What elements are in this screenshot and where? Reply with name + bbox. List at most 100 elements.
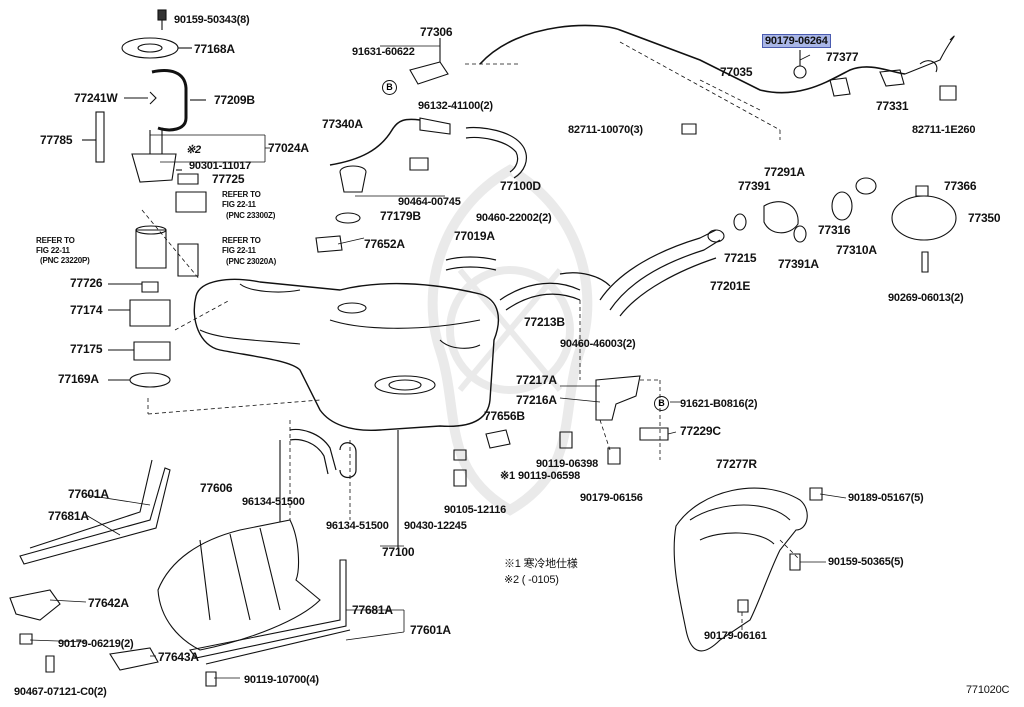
pressure-regulator	[175, 191, 207, 213]
label-refer2-c: (PNC 23220P)	[40, 256, 90, 265]
pipe-77209B	[151, 69, 188, 132]
label-77216A: 77216A	[516, 393, 557, 407]
label-77340A: 77340A	[322, 117, 363, 131]
label-77174: 77174	[70, 303, 103, 317]
ring-77316	[831, 191, 853, 221]
label-77100: 77100	[382, 545, 415, 559]
label-77209B: 77209B	[214, 93, 255, 107]
bracket-77642A	[9, 589, 61, 621]
label-77656B: 77656B	[484, 409, 525, 423]
label-refer1-b: FIG 22-11	[222, 200, 256, 209]
label-90119-10700: 90119-10700(4)	[244, 674, 319, 686]
cap-77291A	[763, 201, 799, 234]
label-77366: 77366	[944, 179, 977, 193]
label-77681A-top: 77681A	[48, 509, 89, 523]
label-refer3-b: FIG 22-11	[222, 246, 256, 255]
pump-bracket-77024A	[131, 153, 177, 183]
lever-77331	[879, 69, 905, 87]
figure-number: 771020C	[966, 684, 1010, 696]
label-96134-51500-a: 96134-51500	[242, 496, 305, 508]
label-77241W: 77241W	[74, 91, 118, 105]
label-90179-06156: 90179-06156	[580, 492, 643, 504]
label-90105-12116: 90105-12116	[444, 504, 507, 516]
ref-circle-b-top: B	[382, 80, 397, 95]
label-refer3-a: REFER TO	[222, 236, 261, 245]
label-note1-mark: ※1	[500, 470, 515, 482]
label-77215: 77215	[724, 251, 757, 265]
label-77168A: 77168A	[194, 42, 235, 56]
ref-circle-b-bracket: B	[654, 396, 669, 411]
label-77100D: 77100D	[500, 179, 541, 193]
label-77601A-bottom: 77601A	[410, 623, 451, 637]
label-77217A: 77217A	[516, 373, 557, 387]
note-date-range: ※2 ( -0105)	[504, 574, 559, 586]
label-90269-06013: 90269-06013(2)	[888, 292, 964, 304]
bracket-77217A	[595, 375, 641, 421]
label-77681A-bottom: 77681A	[352, 603, 393, 617]
label-77019A: 77019A	[454, 229, 495, 243]
label-96132-41100: 96132-41100(2)	[418, 100, 493, 112]
gasket-77391	[733, 213, 747, 231]
note-cold-spec: ※1 寒冷地仕様	[504, 558, 578, 570]
label-77606: 77606	[200, 481, 233, 495]
hose-77340A	[329, 118, 421, 166]
label-77316: 77316	[818, 223, 851, 237]
label-77310A: 77310A	[836, 243, 877, 257]
label-90179-06264-highlighted[interactable]: 90179-06264	[762, 34, 831, 48]
label-refer2-b: FIG 22-11	[36, 246, 70, 255]
label-77785: 77785	[40, 133, 73, 147]
cap-90464	[339, 165, 367, 193]
label-90119-06598: 90119-06598	[518, 470, 581, 482]
label-77169A: 77169A	[58, 372, 99, 386]
label-90460-46003: 90460-46003(2)	[560, 338, 636, 350]
label-77642A: 77642A	[88, 596, 129, 610]
label-77229C: 77229C	[680, 424, 721, 438]
gasket-77726	[141, 281, 159, 293]
label-refer3-c: (PNC 23020A)	[226, 257, 277, 266]
filter-77725	[177, 173, 199, 185]
label-77024A: 77024A	[268, 141, 309, 155]
label-note2-mark: ※2	[186, 144, 201, 156]
label-77643A: 77643A	[158, 650, 199, 664]
clamp-77175	[133, 341, 171, 361]
label-90119-06398: 90119-06398	[536, 458, 599, 470]
hose-77213B	[499, 282, 581, 301]
label-77175: 77175	[70, 342, 103, 356]
label-82711-1E260: 82711-1E260	[912, 124, 976, 136]
label-96134-51500-b: 96134-51500	[326, 520, 389, 532]
label-77291A: 77291A	[764, 165, 805, 179]
fuel-tank-77100	[193, 278, 500, 432]
clip-90179-06264	[793, 65, 807, 79]
label-77331: 77331	[876, 99, 909, 113]
label-77725: 77725	[212, 172, 245, 186]
gasket-77169A	[129, 372, 171, 388]
label-90189-05167: 90189-05167(5)	[848, 492, 924, 504]
label-77350: 77350	[968, 211, 1001, 225]
bracket-77643A	[109, 647, 159, 671]
hose-77100D	[465, 128, 526, 177]
hose-96134	[289, 428, 337, 471]
fuel-pump	[135, 229, 167, 269]
label-90430-12245: 90430-12245	[404, 520, 467, 532]
label-77201E: 77201E	[710, 279, 751, 293]
hose-77019A	[445, 256, 497, 261]
label-77179B: 77179B	[380, 209, 421, 223]
sender-77785	[95, 111, 105, 163]
label-82711-10070: 82711-10070(3)	[568, 124, 643, 136]
label-90179-06161: 90179-06161	[704, 630, 767, 642]
label-refer1-c: (PNC 23300Z)	[226, 211, 276, 220]
cup-77174	[129, 299, 171, 327]
label-77377: 77377	[826, 50, 859, 64]
cable-77035	[479, 24, 906, 94]
label-90159-50365: 90159-50365(5)	[828, 556, 904, 568]
filler-pipe-77201E	[599, 229, 717, 301]
label-77213B: 77213B	[524, 315, 565, 329]
label-90159-50343: 90159-50343(8)	[174, 14, 250, 26]
label-77726: 77726	[70, 276, 103, 290]
pad-77656B	[485, 429, 511, 449]
label-90301-11017: 90301-11017	[189, 160, 252, 172]
label-77277R: 77277R	[716, 457, 757, 471]
label-77306: 77306	[420, 25, 453, 39]
band-77601A	[19, 467, 171, 565]
